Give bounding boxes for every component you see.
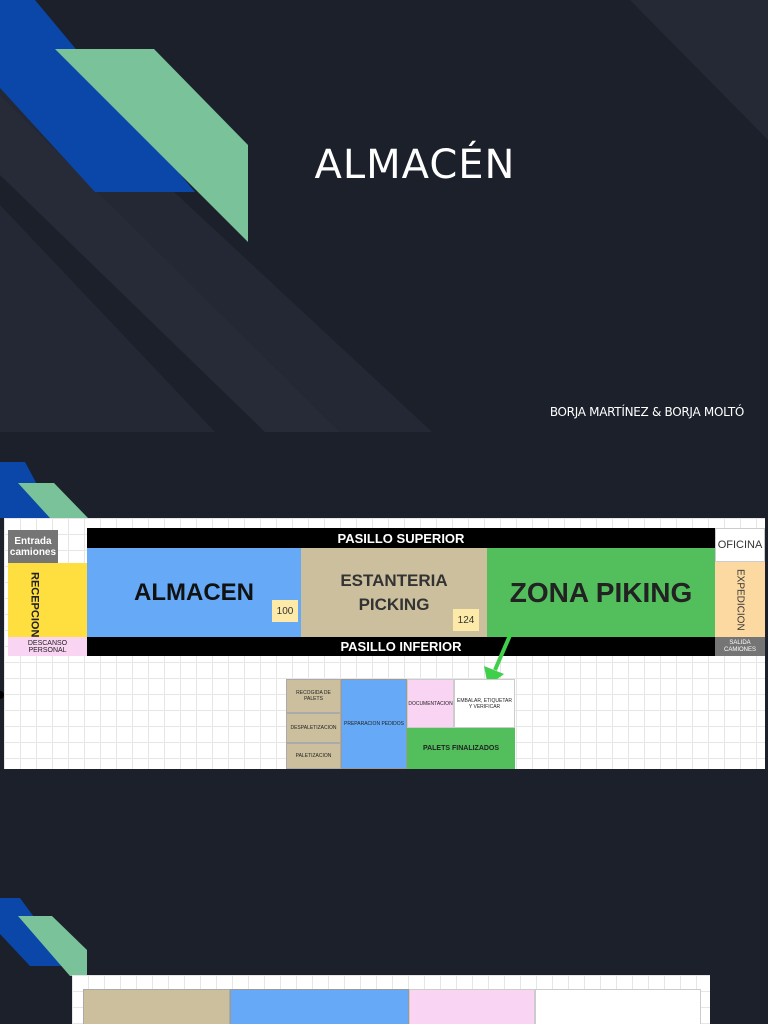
tan-block: [83, 989, 230, 1024]
green-stripe-shape: [18, 483, 88, 518]
warehouse-plan: Entrada camiones RECEPCION DESCANSO PERS…: [4, 518, 765, 769]
almacen-zone: ALMACEN: [87, 548, 301, 637]
white-block: [535, 989, 701, 1024]
plan-slide: Entrada camiones RECEPCION DESCANSO PERS…: [0, 432, 768, 864]
dark-corner-shape: [630, 0, 768, 140]
slide-decoration: [0, 898, 87, 976]
expedicion-zone: EXPEDICION: [715, 562, 765, 637]
dark-stripe-shape: [0, 205, 215, 432]
zona-piking: ZONA PIKING: [487, 548, 715, 637]
title-slide: ALMACÉN BORJA MARTÍNEZ & BORJA MOLTÓ: [0, 0, 768, 432]
detail-slide: [0, 864, 768, 1024]
slide-decoration: [0, 0, 768, 432]
almacen-number: 100: [272, 600, 298, 622]
pasillo-inferior: PASILLO INFERIOR: [87, 637, 715, 656]
slide-authors: BORJA MARTÍNEZ & BORJA MOLTÓ: [549, 405, 744, 419]
slide-marker: [0, 691, 4, 699]
entrada-camiones: Entrada camiones: [8, 530, 58, 563]
oficina: OFICINA: [715, 528, 765, 562]
embalar-etiquetar-verificar: EMBALAR, ETIQUETAR Y VERIFICAR: [454, 679, 515, 728]
descanso-personal: DESCANSO PERSONAL: [8, 637, 87, 656]
green-stripe-shape: [18, 916, 87, 976]
preparacion-pedidos: PREPARACION PEDIDOS: [341, 679, 407, 769]
blue-block: [230, 989, 409, 1024]
palets-finalizados: PALETS FINALIZADOS: [407, 728, 515, 769]
salida-camiones: SALIDA CAMIONES: [715, 637, 765, 656]
pasillo-superior: PASILLO SUPERIOR: [87, 528, 715, 548]
estanteria-zone: ESTANTERIA PICKING: [301, 548, 487, 637]
recepcion-zone: RECEPCION: [8, 563, 87, 637]
slide-title: ALMACÉN: [314, 142, 516, 188]
paletizacion: PALETIZACION: [286, 743, 341, 769]
blue-stripe-shape: [0, 0, 195, 192]
pink-block: [409, 989, 535, 1024]
documentacion: DOCUMENTACION: [407, 679, 454, 728]
slide-decoration: [0, 462, 88, 518]
green-stripe-shape: [55, 49, 248, 242]
detail-plan: [72, 975, 710, 1024]
estanteria-number: 124: [453, 609, 479, 631]
despaletizacion: DESPALETIZACION: [286, 713, 341, 743]
recogida-palets: RECOGIDA DE PALETS: [286, 679, 341, 713]
